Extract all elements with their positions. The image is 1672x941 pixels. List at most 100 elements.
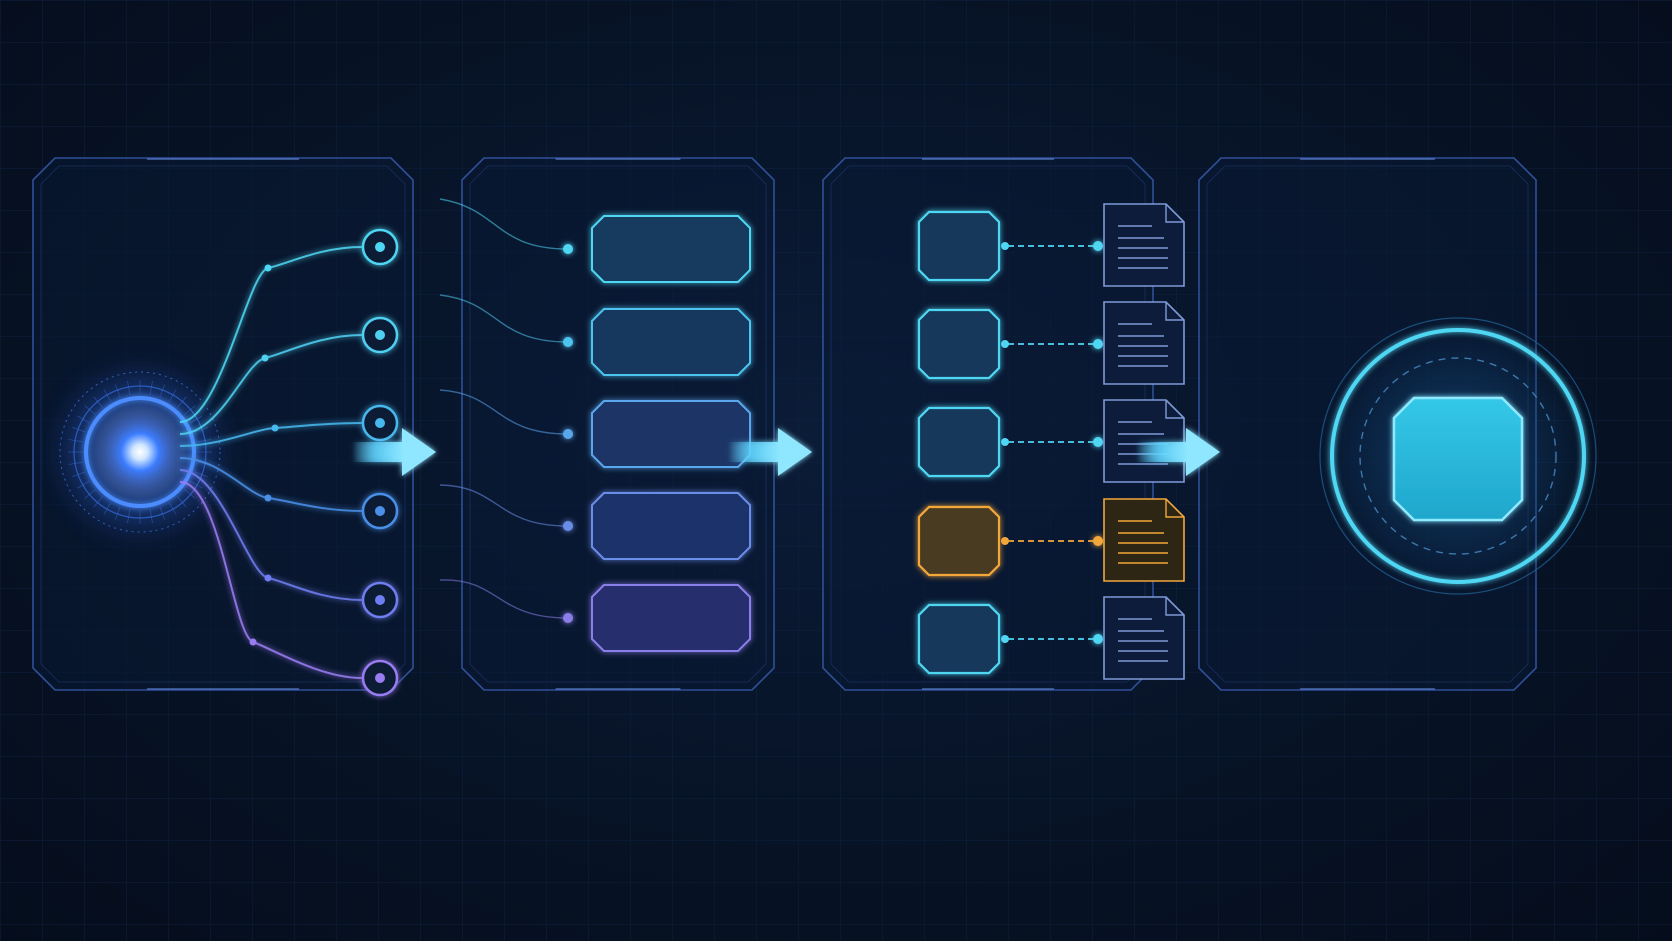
output-node-dot	[375, 673, 385, 683]
mapping-block	[917, 210, 1001, 282]
core-dashed-ring	[59, 371, 221, 533]
mapping-link-end	[1093, 437, 1103, 447]
core-tick	[103, 502, 112, 515]
flow-arrow-head	[402, 428, 436, 476]
document-icon	[1103, 596, 1185, 680]
core-tick	[84, 405, 96, 416]
core-tick	[127, 381, 131, 395]
document-icon	[1103, 498, 1185, 582]
category-connector	[439, 198, 569, 250]
core-tick	[176, 496, 187, 508]
mapping-panel-inner-border	[830, 165, 1146, 683]
core-tick	[77, 480, 90, 489]
mapping-link-start	[1001, 438, 1009, 446]
category-connector-dot	[563, 521, 573, 531]
category-connector-dot	[563, 613, 573, 623]
core-tick	[93, 496, 104, 508]
core-tick	[77, 415, 90, 424]
fanout-waypoint	[249, 638, 257, 646]
output-node-dot	[375, 418, 385, 428]
document-fold	[1165, 499, 1184, 518]
output-panel-content	[1308, 306, 1608, 606]
category-connector	[439, 484, 569, 527]
flow-arrow	[352, 428, 436, 476]
core-tick	[69, 439, 83, 443]
flow-arrow-head	[1186, 428, 1220, 476]
category-connector	[439, 579, 569, 619]
fanout-waypoint	[261, 354, 269, 362]
category-connector-dot	[563, 244, 573, 254]
core-tick	[103, 389, 112, 402]
core-tick	[176, 396, 187, 408]
document-icon	[1103, 203, 1185, 287]
output-outer-ring	[1319, 317, 1597, 595]
core-tick	[149, 509, 153, 523]
category-connector	[439, 294, 569, 343]
category-block	[591, 584, 751, 652]
core-outer-ring	[73, 385, 207, 519]
core-tick	[197, 439, 211, 443]
flow-arrow-shaft	[1136, 442, 1188, 462]
fanout-line	[179, 481, 363, 679]
core-tick	[194, 471, 208, 478]
core-tick	[149, 381, 153, 395]
glowing-core-icon	[98, 410, 182, 494]
output-node-dot	[375, 242, 385, 252]
document-icon	[1103, 399, 1185, 483]
core-tick	[127, 509, 131, 523]
document-fold	[1165, 204, 1184, 223]
category-connector-dot	[563, 337, 573, 347]
fanout-waypoint	[264, 264, 272, 272]
mapping-link-end	[1093, 634, 1103, 644]
mapping-block-highlighted	[917, 505, 1001, 577]
fanout-waypoint	[264, 494, 272, 502]
core-tick	[190, 415, 203, 424]
output-node-dot	[375, 330, 385, 340]
mapping-link-end	[1093, 339, 1103, 349]
category-block	[591, 492, 751, 560]
document-fold	[1165, 597, 1184, 616]
core-tick	[168, 502, 177, 515]
core-tick	[114, 384, 121, 398]
output-ring	[1330, 328, 1586, 584]
core-tick	[93, 396, 104, 408]
core-tick	[184, 488, 196, 499]
core-tick	[190, 480, 203, 489]
mapping-link-start	[1001, 537, 1009, 545]
source-panel-content	[45, 228, 399, 697]
output-node-dot	[375, 595, 385, 605]
core-tick	[114, 506, 121, 520]
flow-arrow-head	[778, 428, 812, 476]
category-connector	[439, 389, 569, 435]
flow-arrow-shaft	[728, 442, 780, 462]
fanout-waypoint	[264, 574, 272, 582]
core-tick	[72, 471, 86, 478]
category-block	[591, 215, 751, 283]
mapping-block	[917, 406, 1001, 478]
core-tick	[159, 506, 166, 520]
output-panel-inner-border	[1206, 165, 1529, 683]
core-tick	[72, 426, 86, 433]
mapping-link-end	[1093, 241, 1103, 251]
core-tick	[84, 488, 96, 499]
flow-arrow	[728, 428, 812, 476]
mapping-link-end	[1093, 536, 1103, 546]
document-fold	[1165, 400, 1184, 419]
mapping-block	[917, 603, 1001, 675]
core-tick	[184, 405, 196, 416]
flow-arrows	[352, 428, 1220, 476]
core-ring	[84, 396, 196, 508]
mapping-link-start	[1001, 340, 1009, 348]
fanout-line	[179, 246, 363, 423]
core-tick	[194, 426, 208, 433]
category-panel-content	[439, 198, 751, 652]
output-dashed-ring	[1359, 357, 1557, 555]
output-node-dot	[375, 506, 385, 516]
core-tick	[159, 384, 166, 398]
flow-arrow-shaft	[352, 442, 404, 462]
core-tick	[69, 461, 83, 465]
category-panel-inner-border	[469, 165, 767, 683]
target-chip-icon	[1392, 396, 1524, 522]
mapping-block	[917, 308, 1001, 380]
